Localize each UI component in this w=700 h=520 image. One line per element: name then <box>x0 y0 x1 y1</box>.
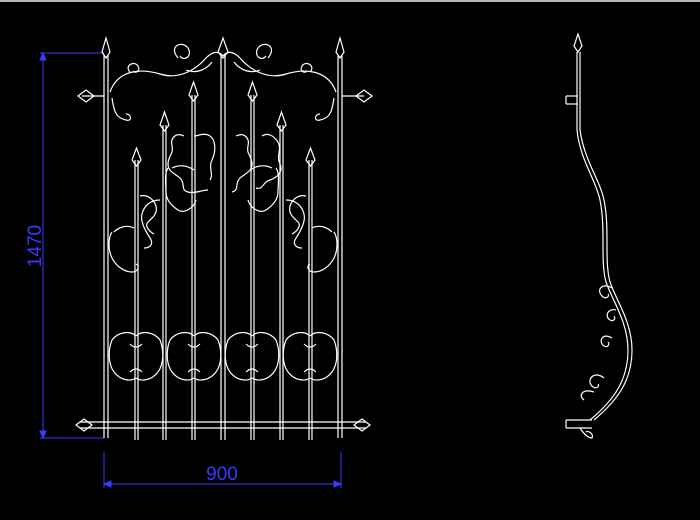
lower-scroll-ornaments <box>108 331 338 381</box>
gate-side-elevation <box>565 32 633 439</box>
height-dimension <box>39 51 104 440</box>
gate-bars <box>131 36 316 440</box>
height-dimension-label: 1470 <box>25 225 46 267</box>
window-top-border <box>0 0 700 2</box>
width-dimension-label: 900 <box>206 464 238 485</box>
gate-front-elevation <box>75 35 373 440</box>
width-dimension <box>102 452 343 488</box>
upper-scroll-ornaments <box>108 133 338 273</box>
